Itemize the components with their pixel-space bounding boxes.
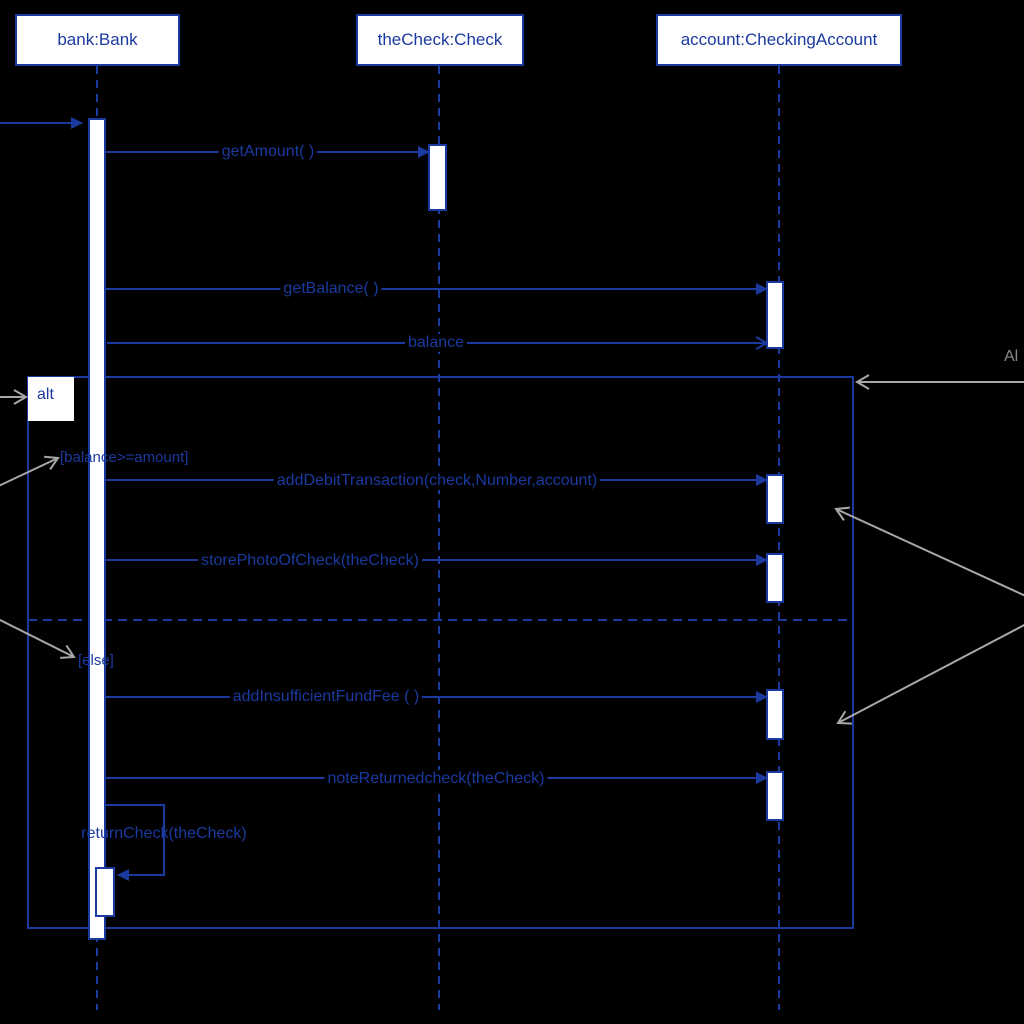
message-note-returned: noteReturnedcheck(theCheck) — [324, 770, 548, 788]
alt-operator-tag: alt — [28, 377, 74, 421]
activation-bank-main — [88, 118, 106, 940]
guard-balance: [balance>=amount] — [60, 449, 189, 466]
activation-account-4 — [766, 689, 784, 740]
annotation-arrow-left-2 — [0, 455, 60, 487]
message-return-check: returnCheck(theCheck) — [81, 825, 247, 842]
annotation-arrow-left-3 — [0, 618, 76, 659]
guard-else: [else] — [78, 652, 114, 669]
message-get-amount: getAmount( ) — [218, 143, 318, 161]
annotation-arrow-right-2 — [834, 506, 1024, 597]
activation-account-5 — [766, 771, 784, 821]
message-balance-return: balance — [404, 334, 468, 352]
annotation-arrow-right-3 — [836, 624, 1024, 725]
message-add-debit: addDebitTransaction(check,Number,account… — [273, 472, 601, 490]
activation-check — [428, 144, 447, 211]
activation-account-1 — [766, 281, 784, 349]
activation-account-3 — [766, 553, 784, 603]
lifeline-header-bank: bank:Bank — [15, 14, 180, 66]
lifeline-label-bank: bank:Bank — [57, 30, 138, 49]
alt-fragment-frame — [27, 376, 854, 929]
return-check-self-arrow — [106, 804, 165, 881]
activation-account-2 — [766, 474, 784, 524]
alt-operator-label: alt — [37, 386, 54, 403]
message-get-balance: getBalance( ) — [280, 280, 382, 298]
lifeline-header-account: account:CheckingAccount — [656, 14, 902, 66]
activation-bank-self — [95, 867, 115, 917]
message-add-fee: addInsufficientFundFee ( ) — [229, 688, 423, 706]
lifeline-label-account: account:CheckingAccount — [680, 30, 878, 49]
message-store-photo: storePhotoOfCheck(theCheck) — [198, 552, 422, 570]
lifeline-header-check: theCheck:Check — [356, 14, 524, 66]
lifeline-label-check: theCheck:Check — [377, 30, 503, 49]
annotation-text-partial: Al — [1004, 348, 1019, 365]
